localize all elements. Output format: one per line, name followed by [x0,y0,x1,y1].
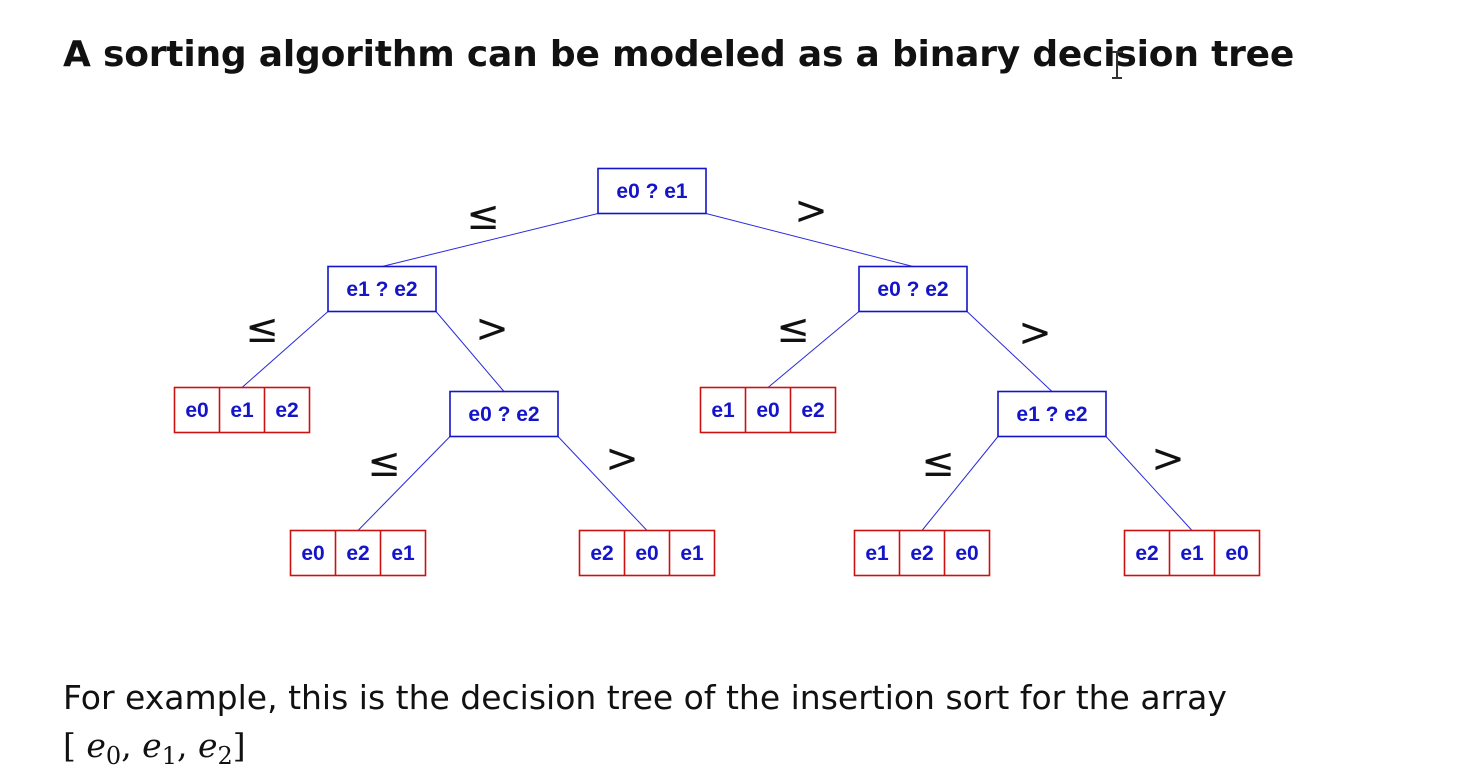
leaf-cell-e2: e2 [275,399,298,422]
edge-gt [1105,436,1193,531]
comparison-label: e0 ? e2 [877,278,948,301]
leaf-cell-e1: e1 [680,542,704,565]
leaf-cell-e2: e2 [910,542,933,565]
leaf-cell-e2: e2 [346,542,369,565]
leaf-permutation: e1 e2 e0 [853,529,991,577]
edge-le [381,213,599,267]
edge-gt [557,436,648,531]
comparison-node-root: e0 ? e1 [597,167,707,215]
comparison-node-n-l: e1 ? e2 [327,265,437,313]
leaf-permutation: e0 e2 e1 [289,529,427,577]
less-equal-label: ≤ [367,440,401,486]
leaf-box [173,386,311,434]
comparison-node-n-r: e0 ? e2 [858,265,968,313]
text-cursor-icon [1112,51,1122,79]
leaf-box [1123,529,1261,577]
edge-gt [435,311,505,392]
node-box [449,390,559,438]
comparison-label: e0 ? e2 [468,403,539,426]
leaf-cell-e2: e2 [590,542,613,565]
leaf-box [853,529,991,577]
edges-layer [241,213,1193,531]
leaf-box [699,386,837,434]
slide-title: A sorting algorithm can be modeled as a … [63,34,1295,75]
caption: For example, this is the decision tree o… [63,674,1443,770]
edge-gt [966,311,1053,392]
array-separator: , [176,726,198,765]
comparison-node-n-rr: e1 ? e2 [997,390,1107,438]
leaf-cell-e1: e1 [230,399,254,422]
edge-le [767,311,860,388]
caption-line-1: For example, this is the decision tree o… [63,678,1227,717]
greater-label: > [1018,310,1052,356]
node-box [597,167,707,215]
array-separator: , [121,726,143,765]
node-box [327,265,437,313]
array-close-bracket: ] [232,726,246,765]
leaf-cell-e1: e1 [711,399,735,422]
leaf-permutation: e0 e1 e2 [173,386,311,434]
array-element-2: e2 [197,726,233,770]
node-box [997,390,1107,438]
edge-le [921,436,999,531]
node-box [858,265,968,313]
leaf-cell-e0: e0 [301,542,324,565]
edge-gt [705,213,914,267]
comparison-label: e0 ? e1 [616,180,688,203]
edge-le [357,436,451,531]
leaf-permutation: e2 e0 e1 [578,529,716,577]
leaf-box [578,529,716,577]
leaf-cell-e0: e0 [1225,542,1248,565]
less-equal-label: ≤ [776,306,810,352]
leaf-box [289,529,427,577]
edge-labels-layer: ≤ ≤ > > ≤ ≤ ≤ > > > [245,188,1185,486]
array-element-0: e0 [86,726,122,770]
greater-label: > [794,188,828,234]
leaf-cell-e0: e0 [955,542,978,565]
greater-label: > [475,306,509,352]
leaf-cell-e0: e0 [756,399,779,422]
leaf-cell-e0: e0 [185,399,208,422]
less-equal-label: ≤ [921,440,955,486]
greater-label: > [605,436,639,482]
comparison-label: e1 ? e2 [1016,403,1087,426]
edge-le [241,311,329,388]
less-equal-label: ≤ [245,306,279,352]
leaf-cell-e1: e1 [391,542,415,565]
less-equal-label: ≤ [466,193,500,239]
leaf-permutation: e1 e0 e2 [699,386,837,434]
array-open-bracket: [ [63,726,76,765]
array-element-1: e1 [142,726,177,770]
leaf-cell-e0: e0 [635,542,658,565]
leaf-permutation: e2 e1 e0 [1123,529,1261,577]
caption-array: [ e0, e1, e2] [63,722,1443,770]
leaf-cell-e2: e2 [801,399,824,422]
comparison-node-n-lr: e0 ? e2 [449,390,559,438]
leaf-cell-e2: e2 [1135,542,1158,565]
greater-label: > [1151,436,1185,482]
comparison-label: e1 ? e2 [346,278,417,301]
leaf-cell-e1: e1 [1180,542,1204,565]
leaf-cell-e1: e1 [865,542,889,565]
